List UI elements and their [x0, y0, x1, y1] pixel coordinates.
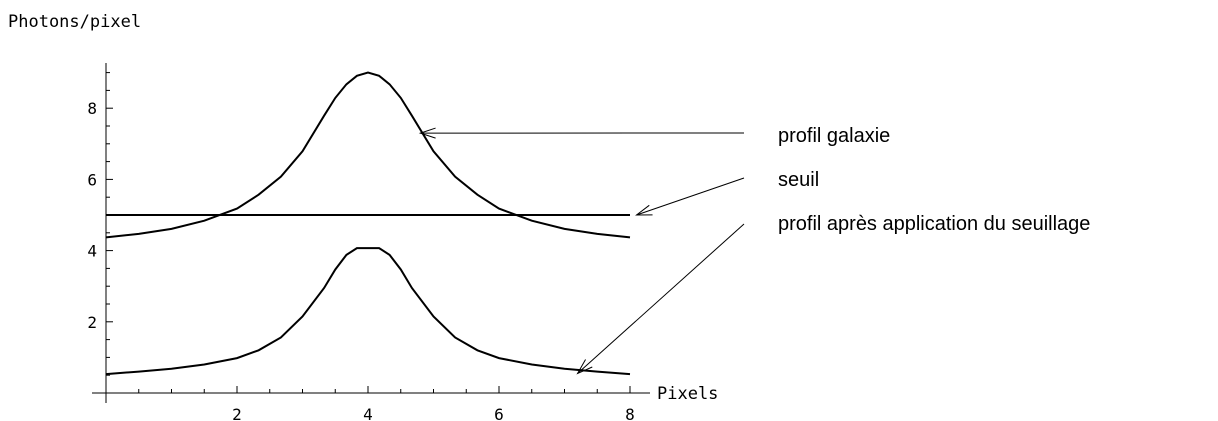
annotation-label: profil après application du seuillage: [778, 213, 1090, 235]
galaxy-profile-curve: [105, 71, 631, 239]
axes: 2 4 6 8 2 4 6 8: [87, 63, 650, 421]
x-tick-label: 2: [232, 405, 242, 421]
curves: [105, 71, 631, 376]
annotations: profil galaxie seuil profil après applicat…: [418, 125, 1090, 375]
annotation-arrow: [636, 177, 745, 216]
y-tick-label: 6: [87, 170, 97, 189]
annotation-arrowhead: [635, 204, 653, 216]
y-axis-label: Photons/pixel: [8, 12, 141, 32]
annotation-arrowhead: [418, 127, 436, 139]
x-tick-label: 4: [363, 405, 373, 421]
x-axis-label: Pixels: [657, 384, 718, 404]
y-tick-label: 4: [87, 242, 97, 261]
y-tick-label: 2: [87, 313, 97, 332]
thresholded-profile-curve: [105, 247, 631, 376]
annotation-arrowhead: [576, 359, 593, 375]
x-tick-label: 8: [625, 405, 635, 421]
y-tick-label: 8: [87, 99, 97, 118]
x-tick-label: 6: [494, 405, 504, 421]
annotation-label: profil galaxie: [778, 125, 890, 147]
annotation-arrow: [577, 223, 745, 374]
annotation-label: seuil: [778, 169, 819, 191]
